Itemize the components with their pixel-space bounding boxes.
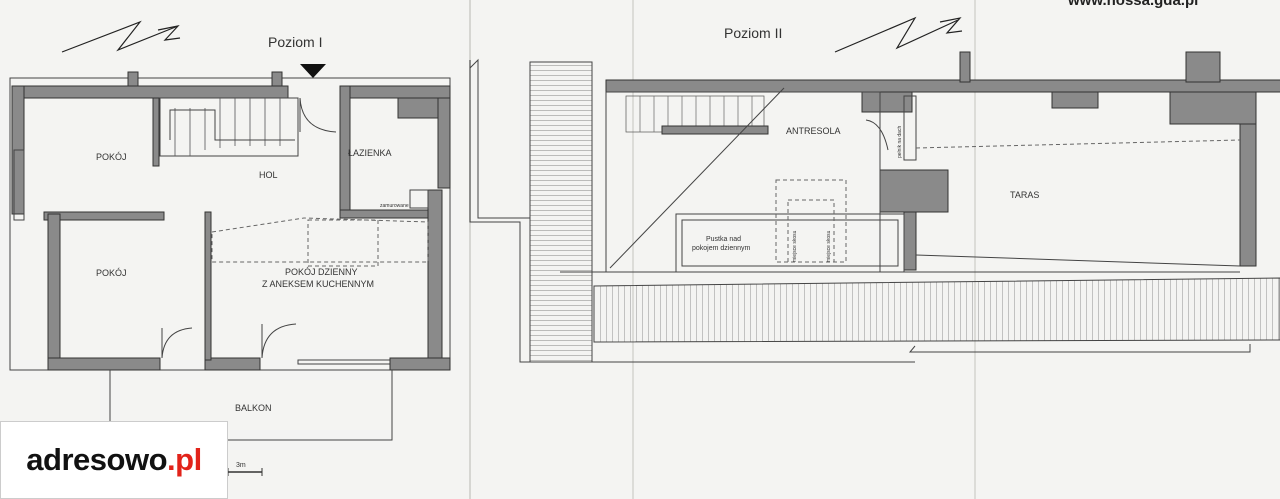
room-label-void-line1: Pustka nad — [706, 236, 741, 243]
room-label-living-line1: POKÓJ DZIENNY — [285, 267, 358, 277]
room-label-antresola: ANTRESOLA — [786, 126, 841, 136]
room-label-taras: TARAS — [1010, 190, 1039, 200]
room-label-pokoj-left: POKÓJ — [96, 268, 127, 278]
entrance-arrow-icon — [300, 64, 326, 78]
annotation-zamurowane: zamurowane — [380, 203, 409, 209]
room-label-void-line2: pokojem dziennym — [692, 245, 751, 252]
annotation-skos-1: miejsce skosu — [792, 230, 798, 262]
annotation-skos-2: miejsce skosu — [826, 230, 832, 262]
annotation-roof-access: pełnik na dach — [897, 126, 903, 158]
level1-plan — [9, 71, 451, 441]
scale-bar: 3m — [227, 462, 263, 476]
room-label-living-line2: Z ANEKSEM KUCHENNYM — [262, 279, 374, 289]
scale-bar-label: 3m — [236, 462, 246, 469]
north-arrow-level1 — [61, 20, 181, 53]
source-watermark: www.nossa.gda.pl — [1068, 0, 1199, 9]
north-arrow-level2 — [834, 16, 963, 53]
adresowo-logo[interactable]: adresowo.pl — [0, 421, 228, 499]
room-label-lazienka: ŁAZIENKA — [348, 148, 392, 158]
logo-brand-text: adresowo.pl — [26, 442, 202, 477]
level2-title: Poziom II — [724, 25, 782, 41]
level2-plan — [469, 51, 1280, 363]
room-label-hol: HOL — [259, 170, 278, 180]
level1-title: Poziom I — [268, 34, 322, 50]
room-label-balkon: BALKON — [235, 403, 272, 413]
room-label-pokoj-top: POKÓJ — [96, 152, 127, 162]
